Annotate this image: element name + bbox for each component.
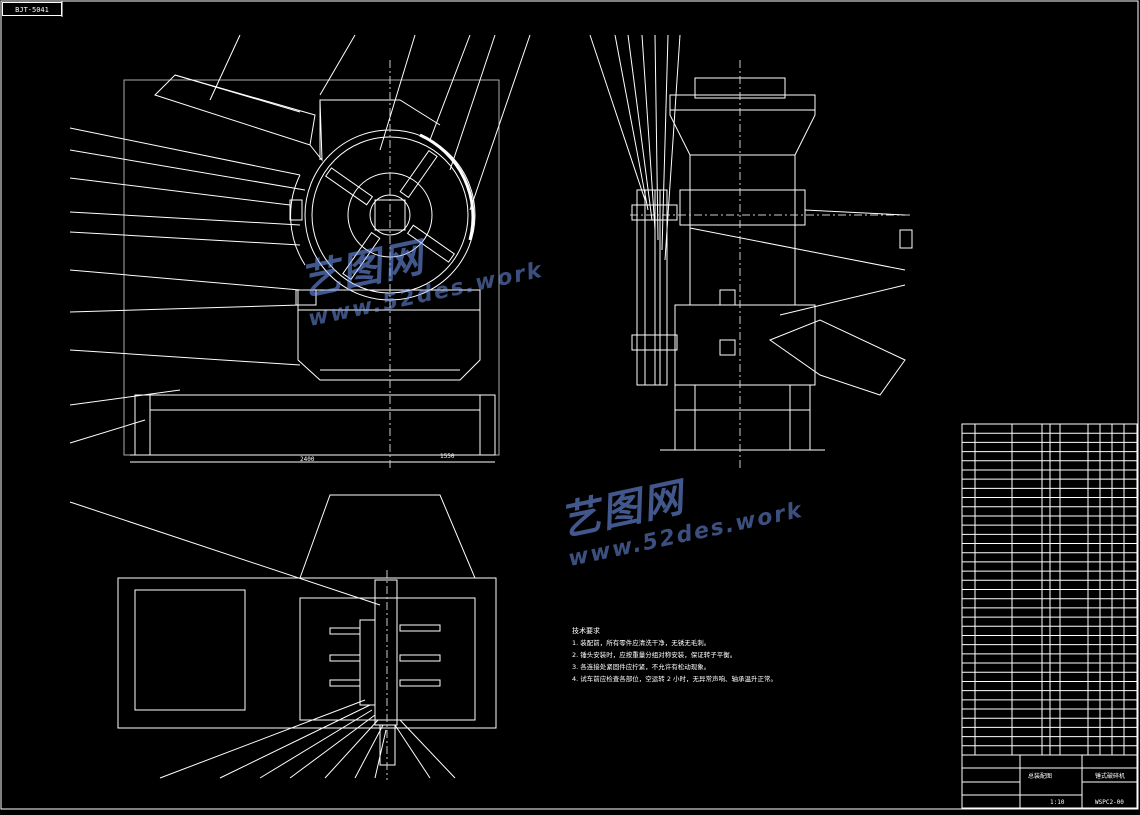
tech-note-line: 2. 锤头安装时，应按重量分组对称安装，保证转子平衡。 xyxy=(572,651,737,659)
top-view xyxy=(69,494,497,780)
title-block xyxy=(961,754,1138,809)
title-assembly: 总装配图 xyxy=(1028,772,1052,780)
drawing-name: 锤式破碎机 xyxy=(1095,772,1125,780)
corner-tag: BJT-5041 xyxy=(2,2,62,16)
front-view xyxy=(69,34,531,470)
side-view xyxy=(589,34,913,470)
technical-requirements: 技术要求 1. 装配前，所有零件应清洗干净，无锈无毛刺。 2. 锤头安装时，应按… xyxy=(572,625,952,685)
drawing-number: WSPC2-00 xyxy=(1095,799,1124,806)
tech-notes-title: 技术要求 xyxy=(572,627,600,635)
dim-bottom-width: 1550 xyxy=(440,453,455,460)
tech-note-line: 1. 装配前，所有零件应清洗干净，无锈无毛刺。 xyxy=(572,639,711,647)
tech-note-line: 4. 试车前应检查各部位，空运转 2 小时，无异常声响、轴承温升正常。 xyxy=(572,675,778,683)
dim-overall-width: 2400 xyxy=(300,456,315,463)
tech-note-line: 3. 各连接处紧固件应拧紧，不允许有松动现象。 xyxy=(572,663,711,671)
parts-list-table xyxy=(961,423,1138,756)
scale: 1:10 xyxy=(1050,799,1065,806)
